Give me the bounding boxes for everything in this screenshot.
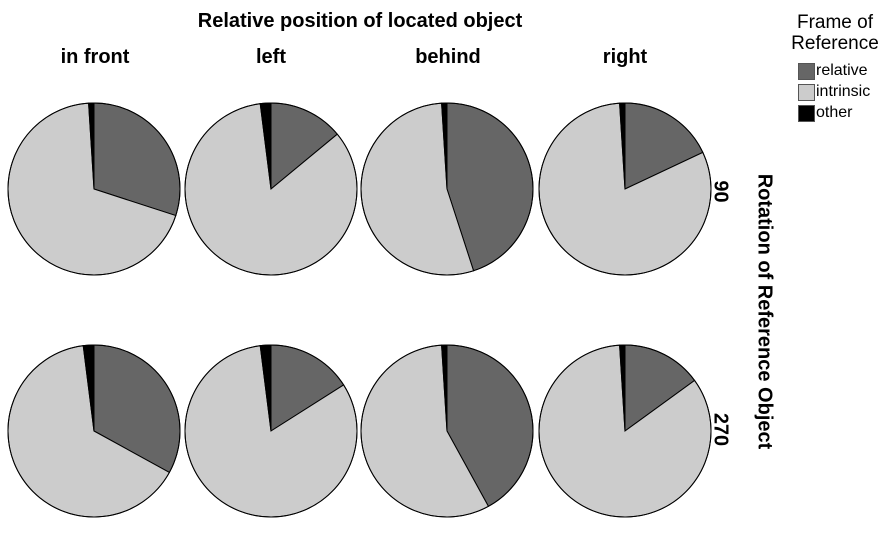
pie-90-right <box>538 102 712 276</box>
pie-outline <box>184 344 358 518</box>
pie-90-in-front <box>7 102 181 276</box>
legend-item-intrinsic: intrinsic <box>798 83 870 101</box>
pie-outline <box>7 344 181 518</box>
column-label-in-front: in front <box>60 46 130 68</box>
pie-outline <box>538 102 712 276</box>
pie-270-left <box>184 344 358 518</box>
pie-270-right <box>538 344 712 518</box>
pie-outline <box>7 102 181 276</box>
column-label-behind: behind <box>415 46 481 68</box>
pie-outline <box>360 102 534 276</box>
column-label-left: left <box>256 46 286 68</box>
legend-swatch-other <box>798 104 815 122</box>
pie-outline <box>184 102 358 276</box>
column-label-right: right <box>602 46 648 68</box>
legend-title-line2: Reference <box>791 33 879 54</box>
legend-label-intrinsic: intrinsic <box>816 83 871 100</box>
chart-title: Relative position of located object <box>197 10 523 32</box>
pie-outline <box>360 344 534 518</box>
pie-270-in-front <box>7 344 181 518</box>
legend-item-other: other <box>798 104 852 122</box>
legend-label-relative: relative <box>816 62 868 79</box>
legend-swatch-intrinsic <box>798 83 815 101</box>
legend-title: Frame of Reference <box>778 12 892 54</box>
legend-swatch-relative <box>798 62 815 80</box>
pie-outline <box>538 344 712 518</box>
legend-label-other: other <box>816 104 853 121</box>
legend-title-line1: Frame of <box>796 12 874 33</box>
pie-90-left <box>184 102 358 276</box>
pie-270-behind <box>360 344 534 518</box>
pie-90-behind <box>360 102 534 276</box>
legend-item-relative: relative <box>798 62 868 80</box>
